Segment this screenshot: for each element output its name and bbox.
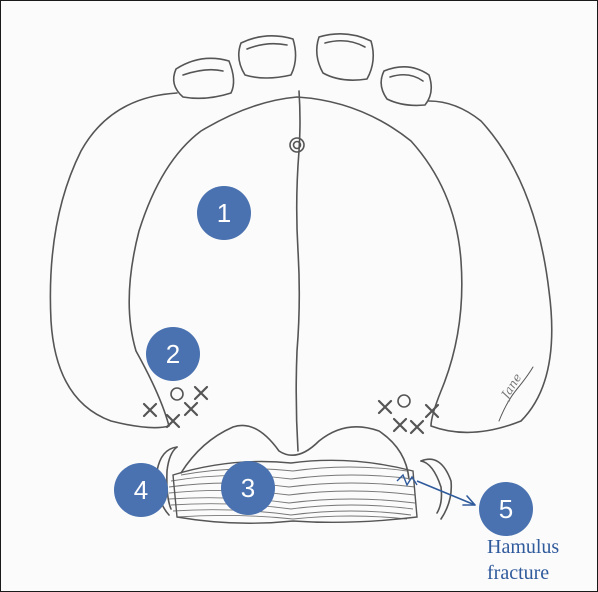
label-badge-3: 3 [221,461,275,515]
caption-line-2: fracture [487,560,587,586]
label-badge-5: 5 [479,482,533,536]
tooth-right-lateral [381,67,431,106]
caption-line-1: Hamulus [487,534,587,560]
muscle-fibers [169,467,415,519]
midline-suture [296,91,300,451]
foramina-right [379,395,438,433]
foramina-left [144,387,207,427]
tooth-left-lateral [174,58,234,98]
label-badge-1: 1 [197,186,251,240]
hamulus-fracture-caption: Hamulus fracture [487,534,587,586]
tooth-left-central [239,36,296,78]
label-badge-4: 4 [114,463,168,517]
fracture-arrow [417,481,475,505]
label-badge-2: 2 [146,327,200,381]
